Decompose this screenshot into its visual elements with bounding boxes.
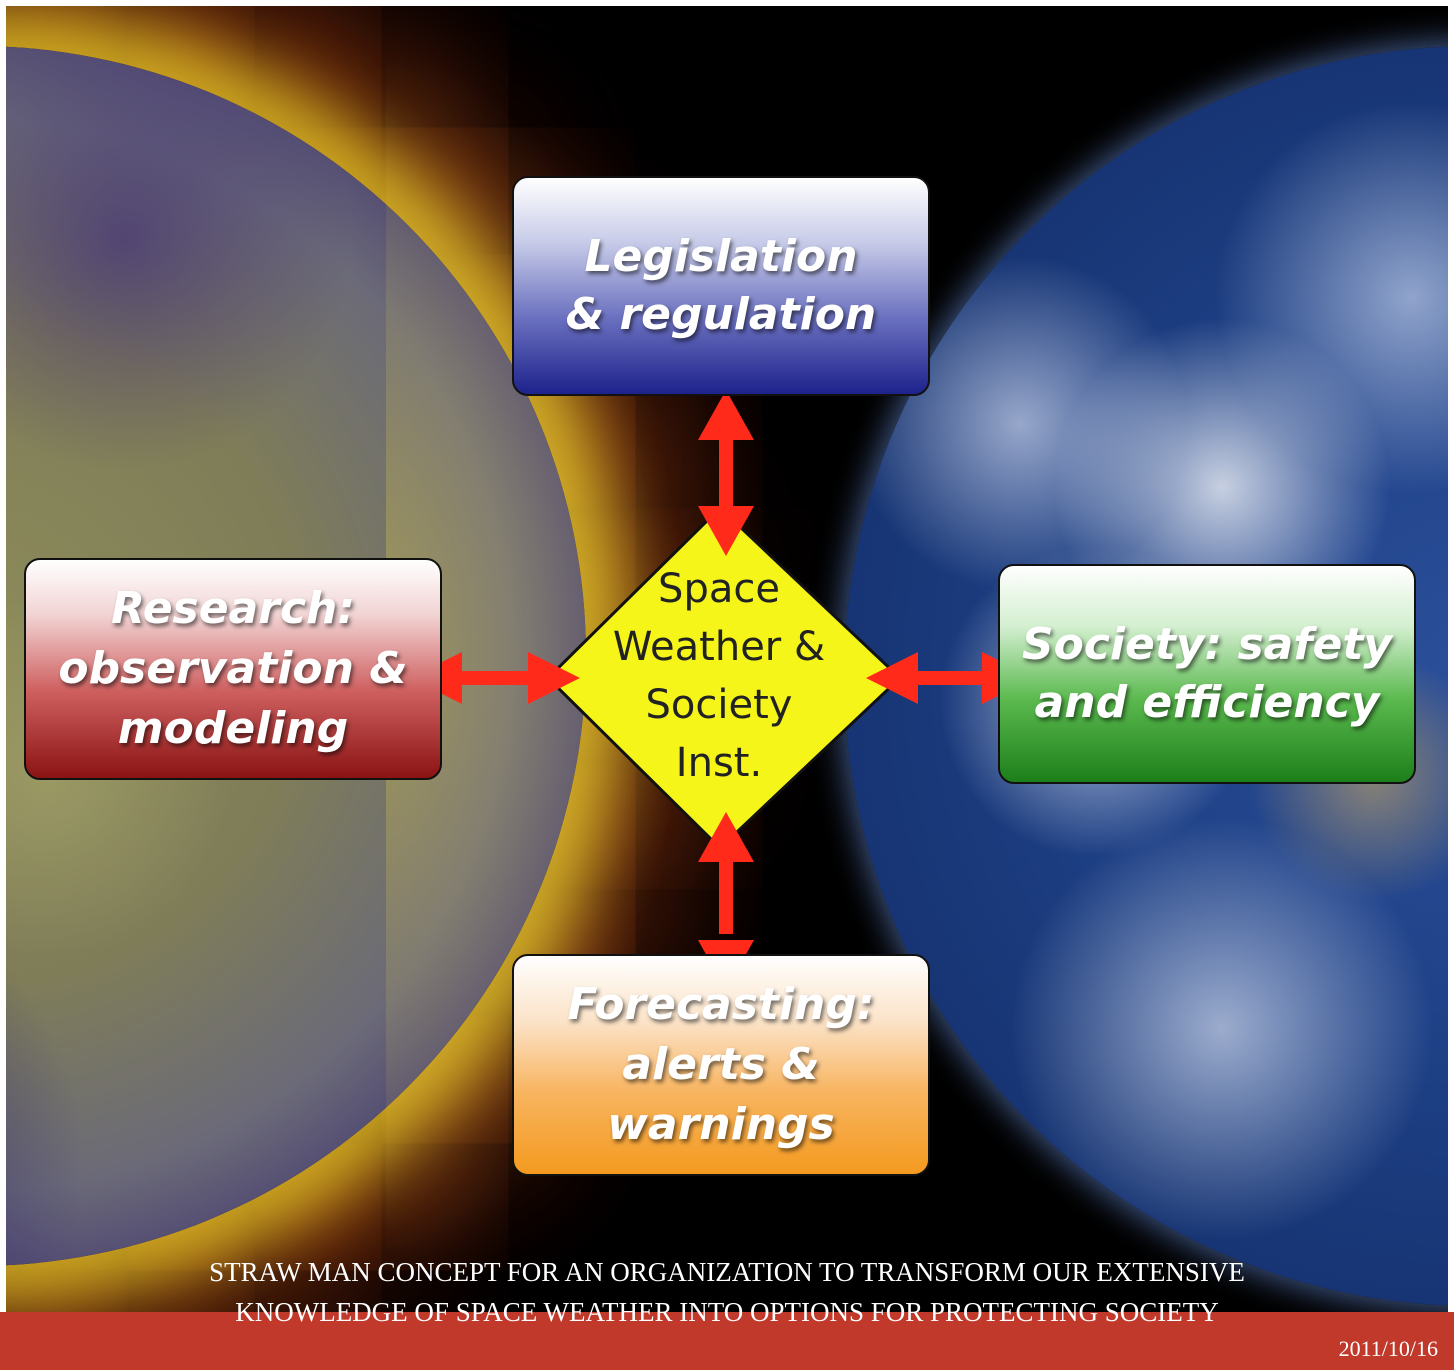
research-line-1: Research: bbox=[111, 583, 355, 634]
forecasting-line-3: warnings bbox=[607, 1099, 835, 1150]
forecasting-line-2: alerts & bbox=[622, 1039, 820, 1090]
center-line-4: Inst. bbox=[675, 740, 763, 786]
arrow-center-forecasting bbox=[698, 812, 754, 990]
society-line-2: and efficiency bbox=[1034, 677, 1380, 728]
center-node-label: Space Weather & Society Inst. bbox=[560, 556, 878, 796]
society-line-1: Society: safety bbox=[1021, 619, 1393, 670]
center-line-1: Space bbox=[658, 566, 780, 612]
center-line-2: Weather & bbox=[612, 624, 826, 670]
footer-bar: 2011/10/16 bbox=[0, 1312, 1454, 1370]
slide-caption: STRAW MAN CONCEPT FOR AN ORGANIZATION TO… bbox=[0, 1252, 1454, 1332]
legislation-box: Legislation & regulation bbox=[512, 176, 930, 396]
research-line-3: modeling bbox=[117, 703, 349, 754]
legislation-line-1: Legislation bbox=[584, 231, 858, 282]
caption-line-1: STRAW MAN CONCEPT FOR AN ORGANIZATION TO… bbox=[209, 1257, 1245, 1287]
caption-line-2: KNOWLEDGE OF SPACE WEATHER INTO OPTIONS … bbox=[235, 1297, 1219, 1327]
arrow-legislation-center bbox=[698, 390, 754, 556]
research-box: Research: observation & modeling bbox=[24, 558, 442, 780]
forecasting-box: Forecasting: alerts & warnings bbox=[512, 954, 930, 1176]
forecasting-line-1: Forecasting: bbox=[567, 979, 875, 1030]
legislation-line-2: & regulation bbox=[565, 289, 877, 340]
research-line-2: observation & bbox=[58, 643, 408, 694]
center-line-3: Society bbox=[645, 682, 793, 728]
footer-date: 2011/10/16 bbox=[1338, 1336, 1438, 1361]
society-box: Society: safety and efficiency bbox=[998, 564, 1416, 784]
